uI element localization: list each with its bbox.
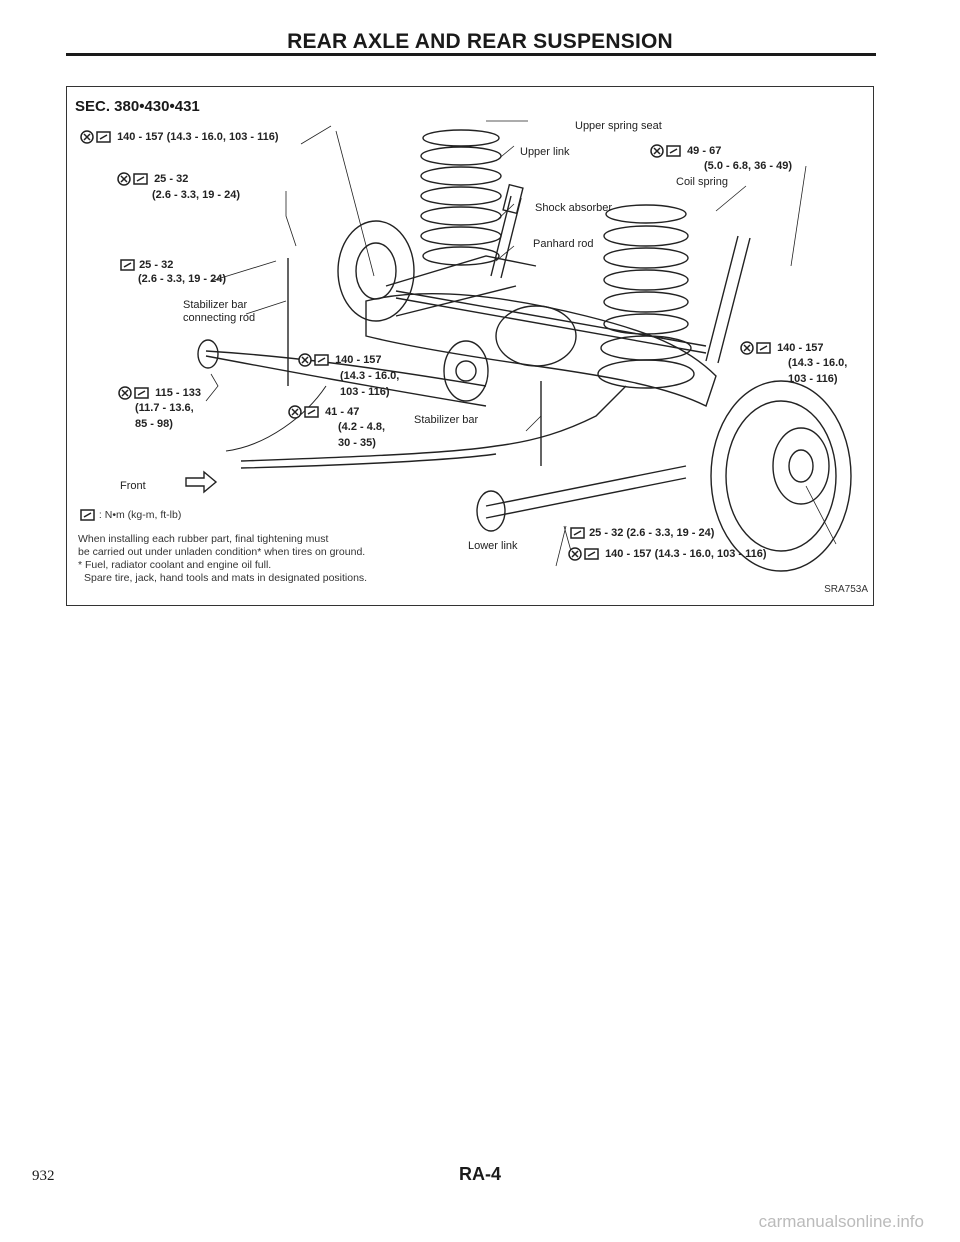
replace-bolt-icon: [740, 341, 771, 355]
replace-bolt-icon: [298, 353, 329, 367]
torque-value-6a: 41 - 47: [325, 405, 360, 418]
replace-bolt-icon: [568, 547, 599, 561]
section-code: SEC. 380•430•431: [75, 98, 200, 115]
torque-value-8c: 103 - 116): [788, 373, 838, 385]
installation-notes: When installing each rubber part, final …: [78, 533, 367, 585]
replace-bolt-icon: [650, 144, 681, 158]
torque-value-6c: 30 - 35): [338, 437, 376, 449]
torque-value-4a: 115 - 133: [155, 386, 201, 399]
replace-bolt-icon: [80, 130, 111, 144]
torque-value-2b: (2.6 - 3.3, 19 - 24): [152, 189, 241, 201]
label-upper-spring-seat: Upper spring seat: [575, 120, 662, 132]
replace-bolt-icon: [288, 405, 319, 419]
front-arrow-icon: [185, 470, 218, 494]
label-shock-absorber: Shock absorber: [535, 202, 613, 214]
note-line-4: Spare tire, jack, hand tools and mats in…: [84, 572, 368, 584]
note-line-2: be carried out under unladen condition* …: [78, 546, 366, 558]
page-number: 932: [32, 1168, 55, 1184]
torque-value-7b: (5.0 - 6.8, 36 - 49): [704, 160, 793, 172]
title-rule: [66, 53, 876, 56]
label-coil-spring: Coil spring: [676, 176, 728, 188]
right-coil-spring: [597, 204, 695, 389]
replace-bolt-icon: [117, 172, 148, 186]
torque-callout-3: 25 - 32: [120, 258, 173, 272]
right-shock: [705, 235, 751, 364]
replace-bolt-icon: [118, 386, 149, 400]
watermark: carmanualsonline.info: [758, 1212, 924, 1231]
note-line-3: * Fuel, radiator coolant and engine oil …: [78, 559, 272, 571]
label-upper-link: Upper link: [520, 146, 570, 158]
note-line-1: When installing each rubber part, final …: [78, 533, 329, 545]
torque-value-4c: 85 - 98): [135, 418, 173, 430]
torque-callout-10: 140 - 157 (14.3 - 16.0, 103 - 116): [568, 547, 767, 561]
torque-value-5c: 103 - 116): [340, 386, 390, 398]
diagram-frame: [66, 86, 874, 606]
torque-callout-8: 140 - 157: [740, 341, 824, 355]
torque-callout-7: 49 - 67: [650, 144, 721, 158]
torque-callout-6: 41 - 47: [288, 405, 359, 419]
torque-value-7a: 49 - 67: [687, 144, 722, 157]
unit-text: : N•m (kg-m, ft-lb): [98, 508, 182, 521]
axle-housing: [365, 293, 717, 407]
torque-wrench-icon: [120, 259, 135, 271]
torque-value-8a: 140 - 157: [777, 341, 824, 354]
torque-value-1: 140 - 157 (14.3 - 16.0, 103 - 116): [117, 130, 279, 143]
torque-wrench-icon: [80, 509, 95, 521]
torque-callout-9: 25 - 32 (2.6 - 3.3, 19 - 24): [570, 526, 714, 540]
torque-wrench-icon: [570, 527, 585, 539]
torque-callout-2: 25 - 32: [117, 172, 188, 186]
torque-callout-5: 140 - 157: [298, 353, 382, 367]
label-stabilizer-bar: Stabilizer bar: [414, 414, 479, 426]
label-lower-link: Lower link: [468, 540, 518, 552]
torque-value-5a: 140 - 157: [335, 353, 382, 366]
torque-value-10: 140 - 157 (14.3 - 16.0, 103 - 116): [605, 547, 767, 560]
unit-legend: : N•m (kg-m, ft-lb): [80, 508, 181, 522]
label-stabilizer-bar-connecting-rod-2: connecting rod: [183, 312, 256, 324]
suspension-diagram: [185, 120, 852, 572]
torque-value-8b: (14.3 - 16.0,: [788, 357, 848, 369]
label-stabilizer-bar-connecting-rod-1: Stabilizer bar: [183, 299, 248, 311]
torque-value-3b: (2.6 - 3.3, 19 - 24): [138, 273, 227, 285]
torque-value-6b: (4.2 - 4.8,: [338, 421, 386, 433]
page-code: RA-4: [458, 1164, 501, 1184]
figure-id: SRA753A: [824, 584, 868, 595]
torque-value-2a: 25 - 32: [154, 172, 189, 185]
left-coil-spring: [420, 129, 502, 266]
right-brake-drum: [710, 380, 852, 572]
torque-callout-1: 140 - 157 (14.3 - 16.0, 103 - 116): [80, 130, 279, 144]
label-front: Front: [120, 480, 146, 492]
torque-value-4b: (11.7 - 13.6,: [135, 402, 194, 414]
torque-value-3a: 25 - 32: [139, 258, 174, 271]
torque-value-5b: (14.3 - 16.0,: [340, 370, 400, 382]
torque-callout-4: 115 - 133: [118, 386, 201, 400]
page-title: REAR AXLE AND REAR SUSPENSION: [287, 30, 673, 53]
torque-value-9: 25 - 32 (2.6 - 3.3, 19 - 24): [589, 526, 715, 539]
left-shock: [490, 195, 522, 279]
label-panhard-rod: Panhard rod: [533, 238, 594, 250]
